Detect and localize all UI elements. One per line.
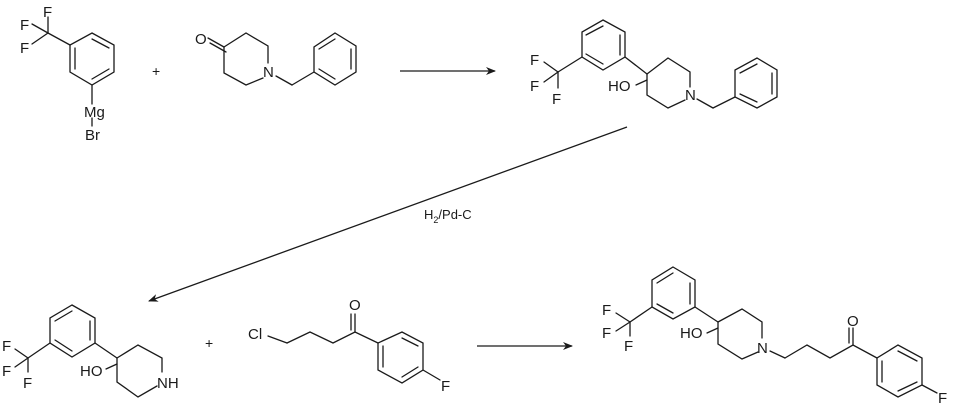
fluorine-label: F: [20, 17, 29, 34]
molecule-final-product: F F F HO N O F: [602, 266, 947, 407]
plus-sign: +: [205, 335, 213, 351]
nitrogen-label: N: [263, 64, 274, 81]
plus-sign: +: [152, 63, 160, 79]
fluorine-label: F: [20, 40, 29, 57]
reaction-conditions: H2/Pd-C: [424, 207, 472, 225]
fluorine-label: F: [602, 325, 611, 342]
bromine-label: Br: [85, 127, 100, 144]
hydroxyl-label: HO: [680, 325, 703, 342]
molecule-grignard-reagent: F F F Mg Br: [20, 4, 115, 144]
fluorine-label: F: [2, 363, 11, 380]
molecule-benzylpiperidone: O N: [195, 31, 357, 86]
fluorine-label: F: [530, 52, 539, 69]
fluorine-label: F: [441, 378, 450, 395]
oxygen-label: O: [195, 31, 207, 48]
fluorine-label: F: [624, 338, 633, 355]
hydroxyl-label: HO: [80, 363, 103, 380]
nitrogen-label: N: [685, 87, 696, 104]
molecule-chlorobutyrophenone: Cl O F: [248, 297, 450, 395]
amine-nh-label: NH: [157, 375, 179, 392]
oxygen-label: O: [349, 297, 361, 314]
chlorine-label: Cl: [248, 326, 262, 343]
fluorine-label: F: [552, 91, 561, 108]
reaction-arrow-hydrogenation: [148, 126, 628, 302]
fluorine-label: F: [2, 338, 11, 355]
oxygen-label: O: [847, 313, 859, 330]
fluorine-label: F: [530, 78, 539, 95]
nitrogen-label: N: [757, 340, 768, 357]
fluorine-label: F: [43, 4, 52, 21]
hydroxyl-label: HO: [608, 78, 631, 95]
magnesium-label: Mg: [84, 104, 105, 121]
fluorine-label: F: [938, 390, 947, 407]
fluorine-label: F: [602, 302, 611, 319]
fluorine-label: F: [23, 375, 32, 392]
molecule-benzyl-intermediate: F F F HO N: [530, 19, 778, 109]
molecule-piperidinol: F F F HO NH: [2, 304, 179, 398]
